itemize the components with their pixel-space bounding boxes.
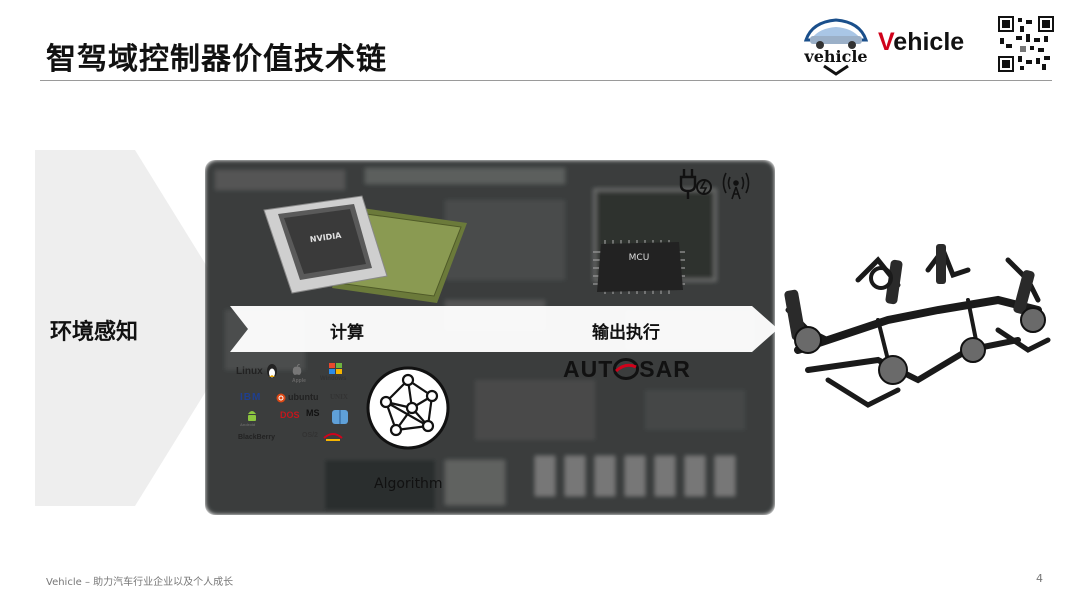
ibm-logo: IBM	[240, 392, 262, 403]
os2-logo: OS/2	[302, 432, 318, 439]
footer-text: Vehicle – 助力汽车行业企业以及个人成长	[46, 577, 234, 588]
perception-band	[35, 150, 245, 506]
ms-logo: MS	[306, 408, 320, 418]
gpu-chip-image: NVIDIA	[263, 195, 467, 303]
perception-label: 环境感知	[50, 320, 139, 345]
logo-car-text: vehicle	[803, 47, 867, 66]
warp-icon	[323, 433, 343, 441]
mac-face-icon	[332, 410, 348, 424]
android-icon	[248, 411, 256, 421]
blackberry-logo: BlackBerry	[238, 434, 275, 441]
vehicle-chassis-image	[784, 244, 1051, 408]
brand-rest: ehicle	[893, 28, 965, 56]
android-logo: Android	[240, 422, 256, 427]
compute-label: 计算	[330, 323, 364, 343]
ubuntu-logo: ubuntu	[288, 392, 319, 402]
brand-name: Vehicle	[878, 28, 964, 57]
os-logos-collage: Linux Apple Windows IBM ubuntu UNIX Andr…	[232, 360, 358, 448]
gpu-brand-text: NVIDIA	[309, 231, 342, 244]
unix-logo: UNIX	[330, 393, 348, 401]
antenna-signal-icon	[722, 172, 750, 200]
autosar-logo: AUT SAR	[563, 356, 691, 383]
flow-arrow	[230, 306, 778, 352]
autosar-o-icon	[613, 358, 640, 380]
algorithm-network-icon	[366, 366, 450, 450]
apple-logo: Apple	[292, 378, 306, 384]
ubuntu-icon	[276, 393, 286, 403]
qr-code-icon	[998, 16, 1054, 72]
dos-logo: DOS	[280, 410, 300, 420]
output-label: 输出执行	[592, 323, 660, 343]
page-number: 4	[1036, 572, 1043, 585]
apple-icon	[292, 364, 302, 375]
mcu-label: MCU	[629, 253, 650, 263]
title-divider	[40, 80, 1052, 81]
slide-title: 智驾域控制器价值技术链	[46, 42, 387, 77]
windows-flag-icon	[329, 363, 342, 374]
power-plug-icon	[679, 169, 750, 200]
windows-logo: Windows	[320, 376, 347, 382]
tux-penguin-icon	[267, 364, 277, 378]
autosar-left: AUT	[563, 356, 614, 382]
mcu-chip-image: MCU	[593, 240, 685, 294]
autosar-right: SAR	[639, 356, 691, 382]
algorithm-label: Algorithm	[374, 476, 443, 492]
linux-logo: Linux	[236, 366, 263, 377]
vehicle-logo-icon: vehicle	[803, 18, 869, 76]
brand-prefix: V	[878, 28, 894, 56]
